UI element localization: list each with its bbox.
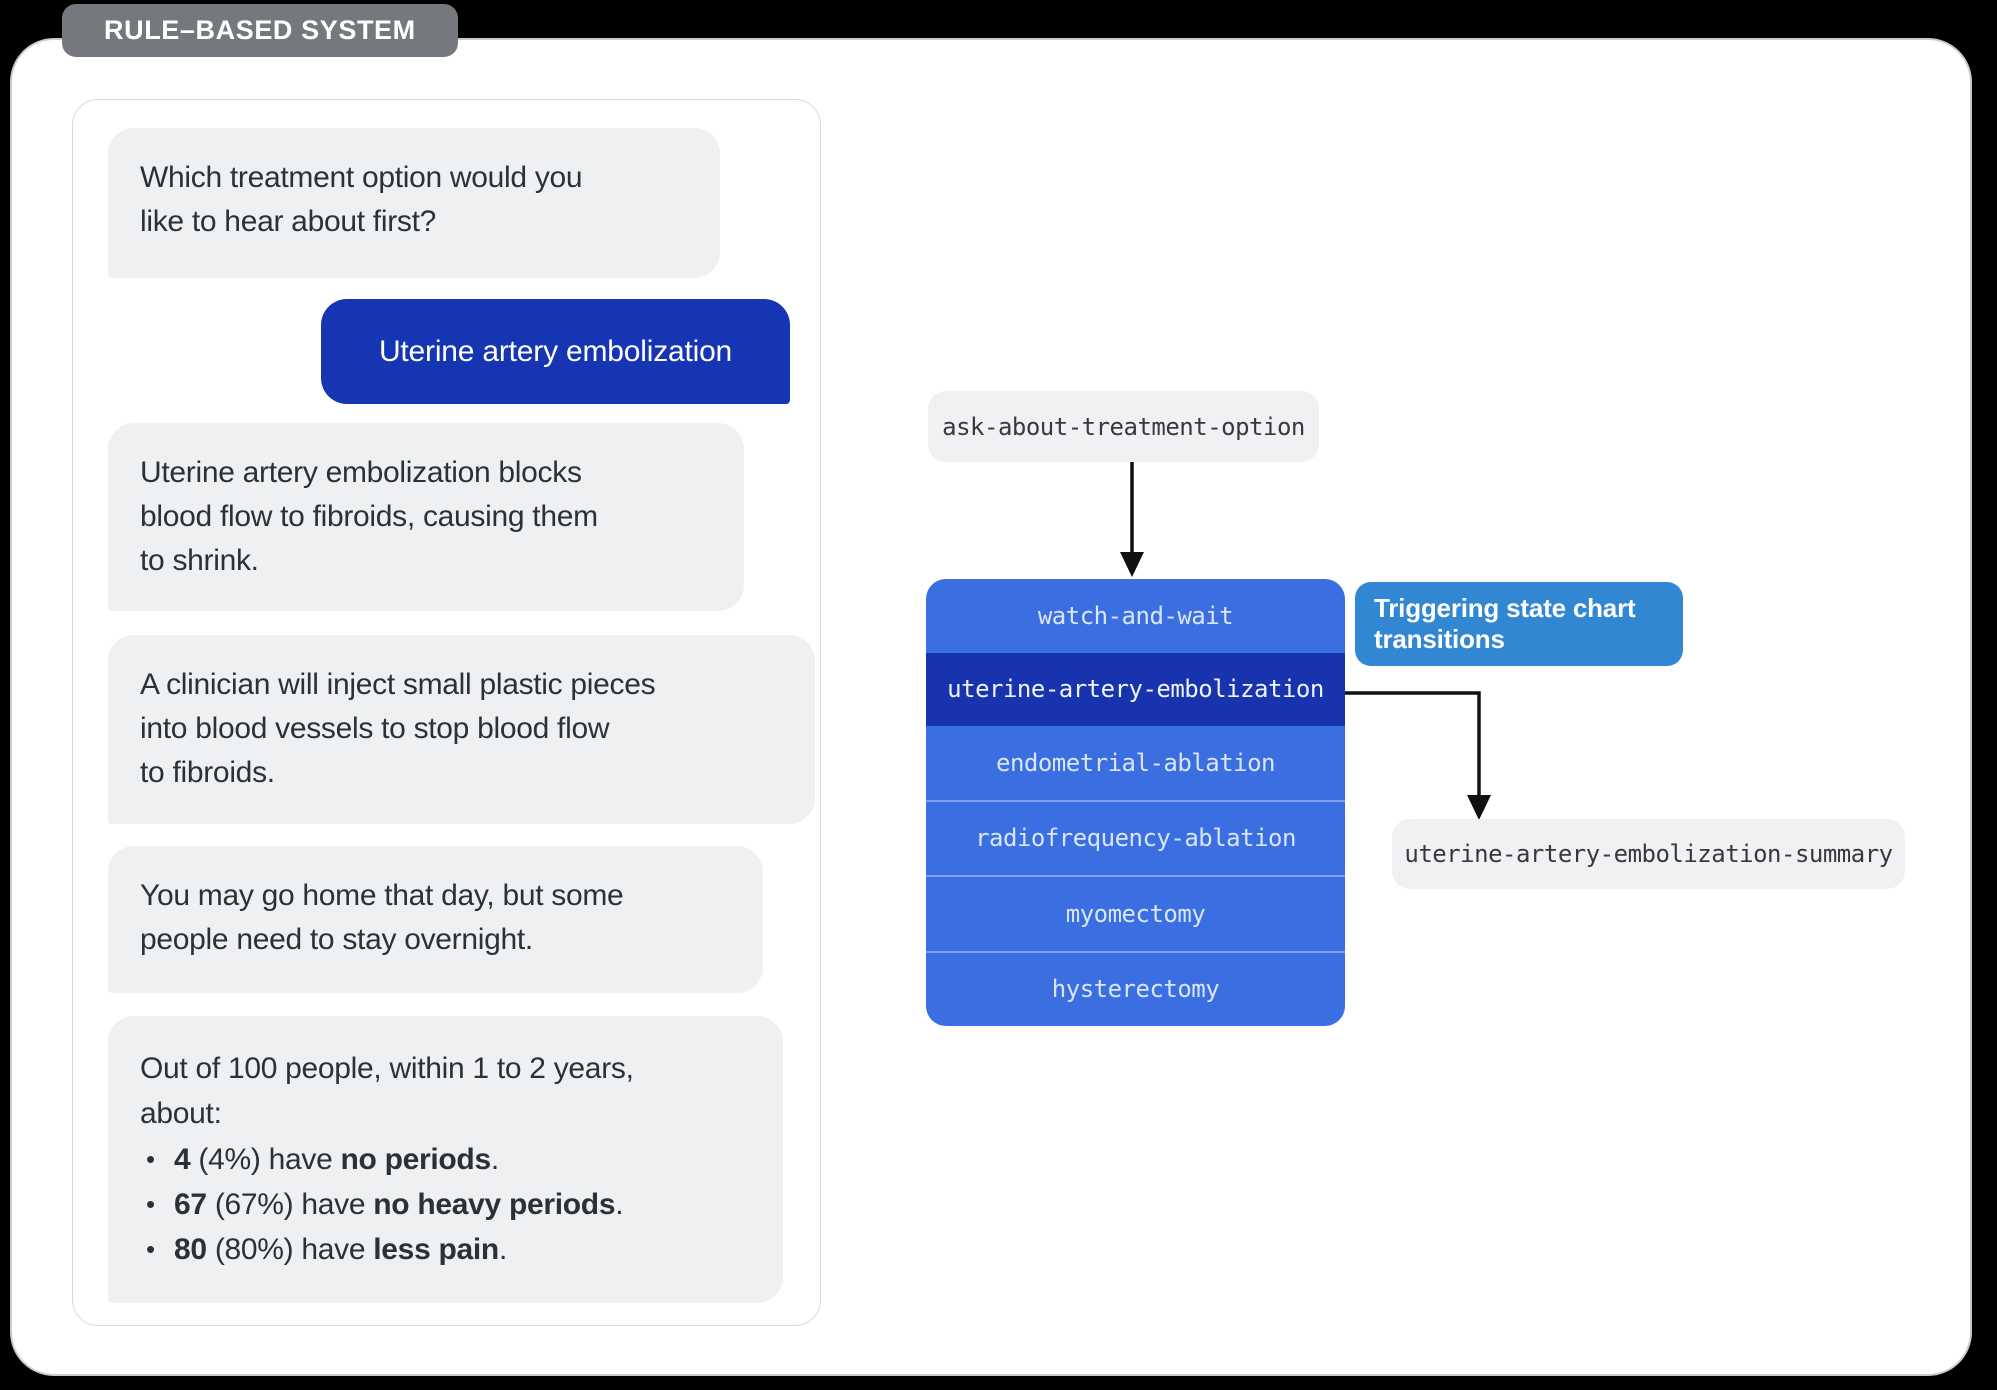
stat-bullet: 4 (4%) have no periods. (140, 1137, 751, 1182)
message-text-line: like to hear about first? (140, 205, 437, 238)
start-node-label: ask-about-treatment-option (942, 412, 1305, 441)
message-text-line: to fibroids. (140, 756, 275, 789)
bot-message: Uterine artery embolization blocks blood… (108, 423, 744, 611)
bot-message: You may go home that day, but some peopl… (108, 846, 763, 993)
state-option-uterine-artery-embolization[interactable]: uterine-artery-embolization (926, 652, 1345, 726)
stats-intro-line: about: (140, 1097, 222, 1130)
message-text-line: Uterine artery embolization (378, 334, 733, 368)
content-card: Which treatment option would you like to… (10, 38, 1972, 1376)
message-text-line: to shrink. (140, 544, 259, 577)
rule-based-system-badge: RULE–BASED SYSTEM (62, 4, 458, 57)
arrow-down-connector-icon (1120, 462, 1144, 577)
state-option-radiofrequency-ablation[interactable]: radiofrequency-ablation (926, 799, 1345, 875)
state-option-myomectomy[interactable]: myomectomy (926, 875, 1345, 951)
state-option-watch-and-wait[interactable]: watch-and-wait (926, 579, 1345, 653)
message-text-line: into blood vessels to stop blood flow (140, 712, 610, 745)
stat-bullet: 67 (67%) have no heavy periods. (140, 1182, 751, 1227)
message-text-line: Uterine artery embolization blocks (140, 456, 582, 489)
annotation-text-line: transitions (1374, 624, 1505, 654)
bot-message: A clinician will inject small plastic pi… (108, 635, 815, 824)
message-text-line: You may go home that day, but some (140, 879, 624, 912)
annotation-callout: Triggering state chart transitions (1355, 582, 1683, 666)
treatment-options-list: watch-and-wait uterine-artery-embolizati… (926, 579, 1345, 1026)
stats-intro-line: Out of 100 people, within 1 to 2 years, (140, 1052, 634, 1085)
state-option-hysterectomy[interactable]: hysterectomy (926, 950, 1345, 1026)
elbow-arrow-connector-icon (1345, 691, 1491, 820)
state-option-endometrial-ablation[interactable]: endometrial-ablation (926, 726, 1345, 800)
stat-bullet: 80 (80%) have less pain. (140, 1227, 751, 1272)
statechart-end-node: uterine-artery-embolization-summary (1392, 819, 1905, 889)
bot-message: Which treatment option would you like to… (108, 128, 720, 278)
user-message: Uterine artery embolization (321, 299, 790, 404)
end-node-label: uterine-artery-embolization-summary (1404, 840, 1893, 868)
message-text-line: A clinician will inject small plastic pi… (140, 668, 656, 701)
message-text-line: Which treatment option would you (140, 161, 583, 194)
message-text-line: blood flow to fibroids, causing them (140, 500, 598, 533)
message-text-line: people need to stay overnight. (140, 923, 533, 956)
bot-message-stats: Out of 100 people, within 1 to 2 years, … (108, 1016, 783, 1303)
annotation-text-line: Triggering state chart (1374, 593, 1636, 623)
statechart-start-node: ask-about-treatment-option (928, 391, 1319, 462)
chat-panel: Which treatment option would you like to… (72, 99, 821, 1326)
stats-bullet-list: 4 (4%) have no periods. 67 (67%) have no… (140, 1137, 751, 1272)
